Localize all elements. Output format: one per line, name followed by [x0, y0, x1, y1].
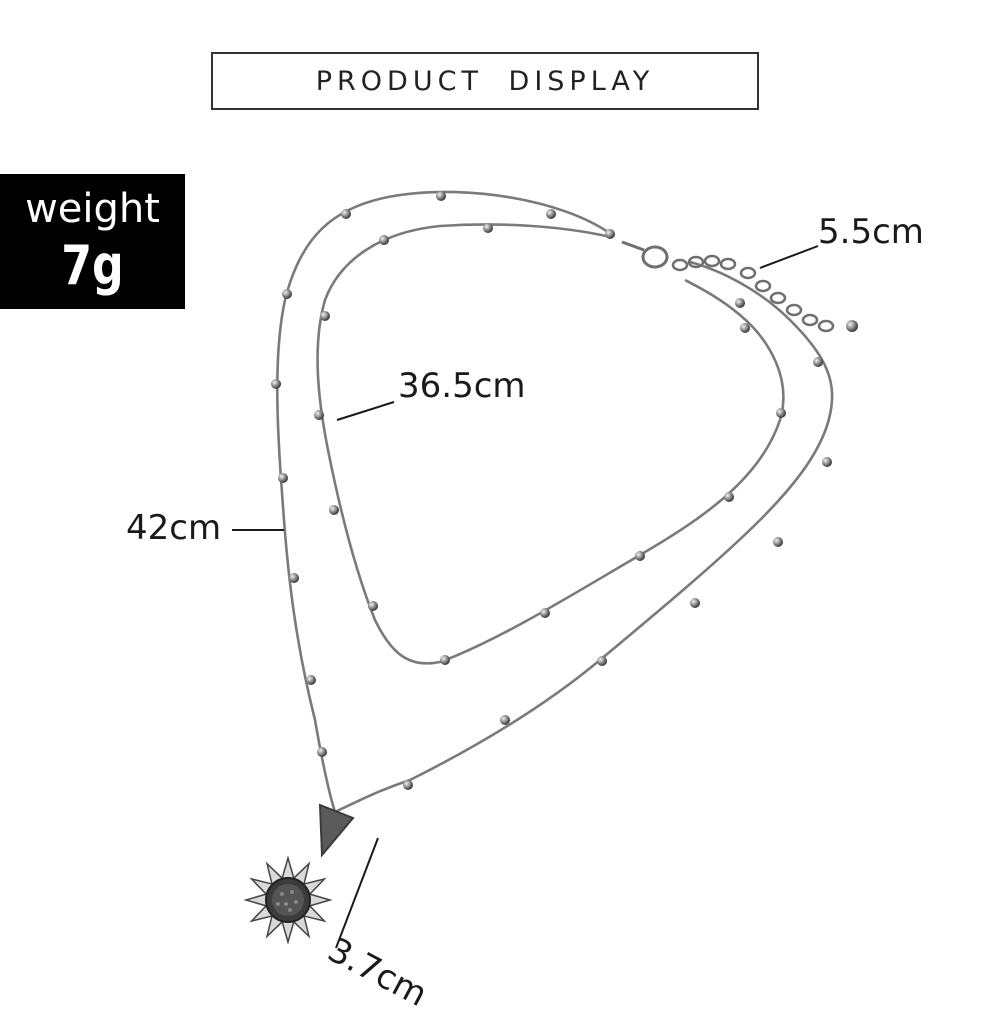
inner-chain-length: 36.5cm: [398, 366, 526, 406]
weight-badge: weight 7g: [0, 174, 185, 309]
inner-chain-beads: [314, 223, 786, 665]
extender-length: 5.5cm: [818, 212, 924, 252]
header-title: PRODUCT DISPLAY: [315, 65, 655, 97]
outer-chain-length: 42cm: [126, 508, 222, 548]
extender-chain: [671, 254, 835, 333]
clasp: [621, 240, 669, 269]
weight-value: 7g: [61, 234, 124, 297]
product-display-header: PRODUCT DISPLAY: [211, 52, 759, 110]
pendant-bail: [318, 803, 355, 858]
dimension-lines: [232, 245, 819, 949]
sunflower-pendant: [243, 855, 333, 945]
outer-chain: [275, 190, 834, 814]
outer-chain-beads: [271, 191, 832, 790]
inner-chain: [316, 223, 785, 665]
weight-label: weight: [25, 186, 160, 232]
